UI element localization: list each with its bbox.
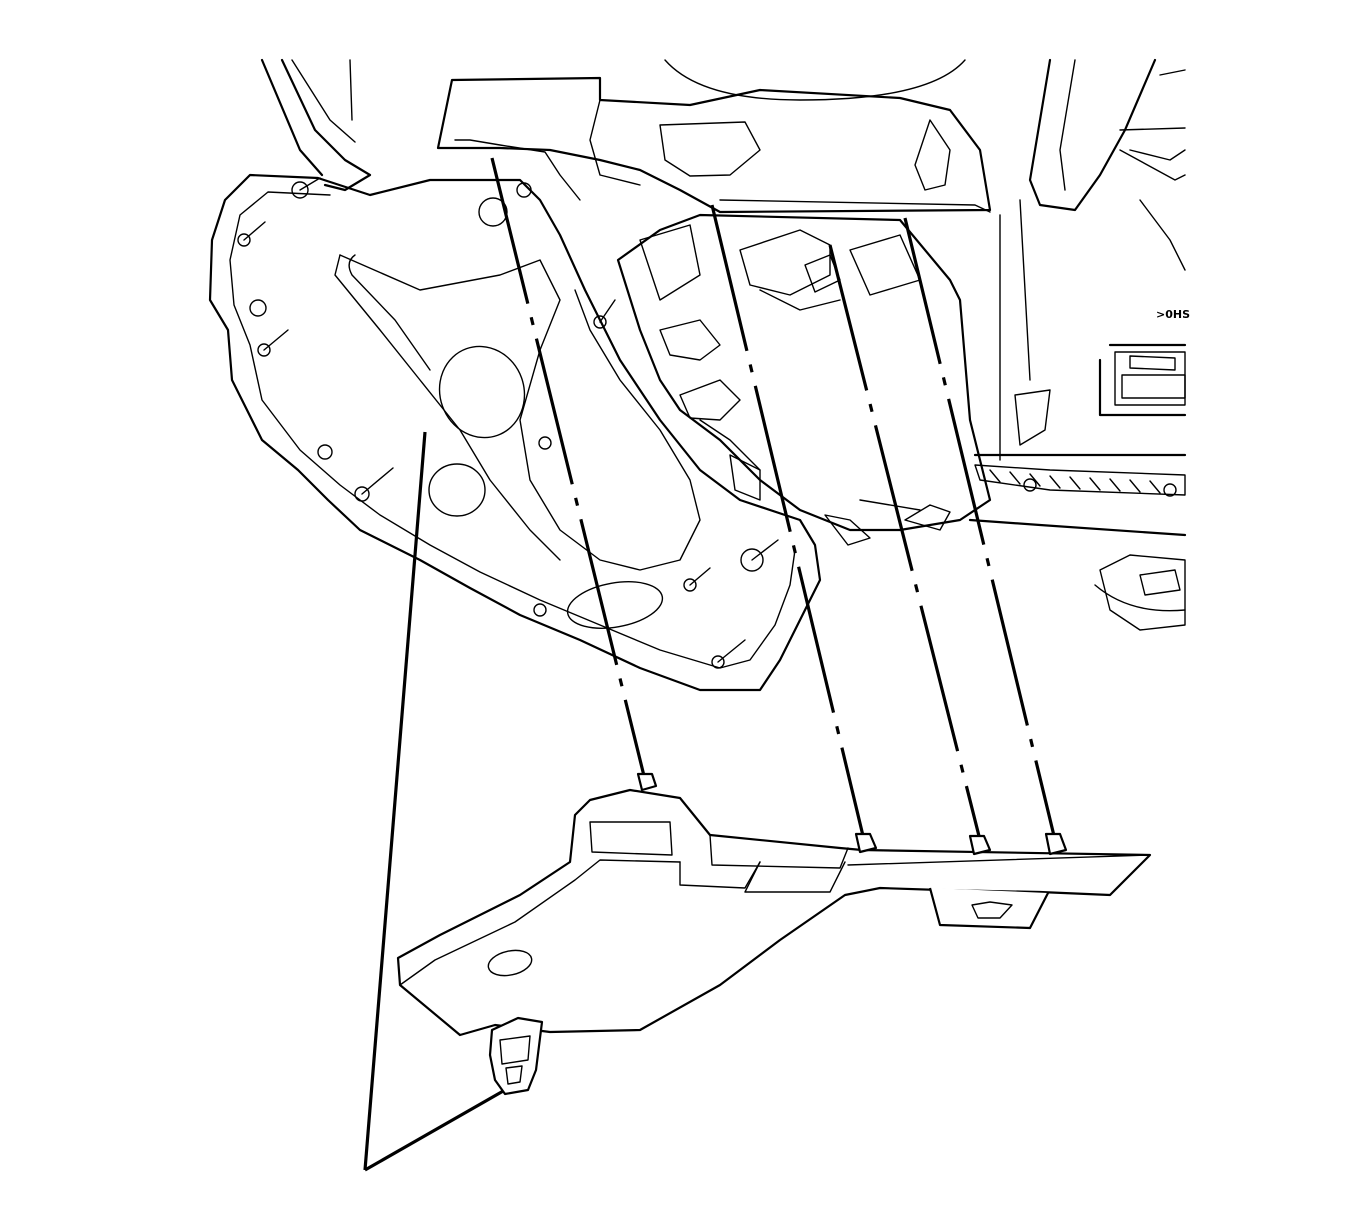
alignment-line [903, 217, 1057, 841]
instrument-panel-carrier: >0HS [208, 58, 1190, 692]
leader-line-right [364, 1088, 506, 1172]
push-in-retainer [488, 1016, 544, 1096]
retaining-clip [636, 772, 658, 792]
alignment-lines [363, 157, 1057, 1172]
leader-line-left [363, 431, 427, 1171]
alignment-line [710, 204, 866, 841]
retaining-clip [854, 832, 878, 854]
knee-bolster-bracket [396, 772, 1152, 1037]
retaining-clip [1044, 832, 1068, 856]
alignment-line [828, 244, 982, 841]
alignment-line [490, 157, 647, 781]
part-code-label: >0HS [1156, 308, 1190, 321]
retaining-clip [968, 834, 992, 856]
